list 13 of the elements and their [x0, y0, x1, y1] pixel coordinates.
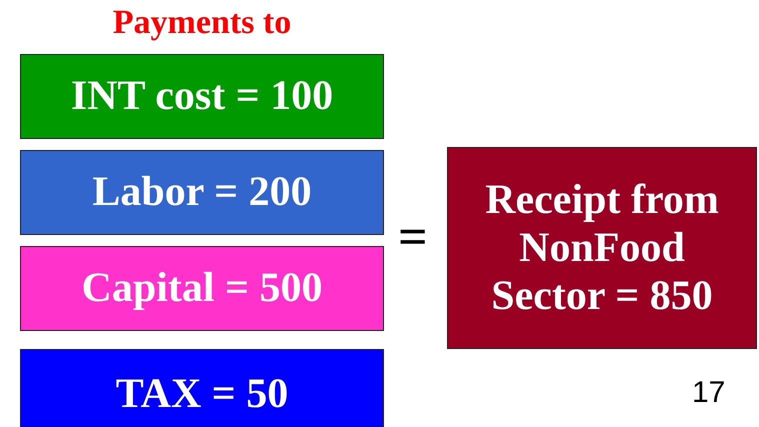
- box-text: Capital = 500: [82, 264, 322, 313]
- box-text: Labor = 200: [92, 168, 312, 217]
- box-text: INT cost = 100: [70, 72, 334, 121]
- heading: Payments to: [112, 4, 292, 42]
- value-box: [447, 147, 757, 349]
- value-box: [20, 246, 384, 331]
- value-box: [20, 349, 384, 427]
- equals-sign: =: [398, 208, 428, 267]
- value-box: [20, 150, 384, 235]
- page-number: 17: [692, 376, 726, 410]
- value-box: [20, 54, 384, 139]
- box-text: Receipt from NonFood Sector = 850: [484, 176, 720, 320]
- box-text: TAX = 50: [116, 370, 288, 418]
